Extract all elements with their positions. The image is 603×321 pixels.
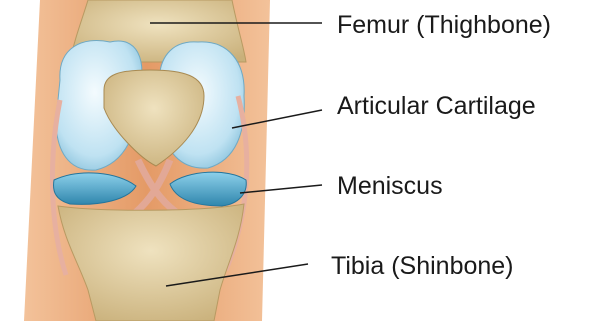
label-articular-cartilage: Articular Cartilage [337,94,536,119]
label-femur: Femur (Thighbone) [337,13,551,38]
label-tibia: Tibia (Shinbone) [331,254,514,279]
label-meniscus: Meniscus [337,174,443,199]
